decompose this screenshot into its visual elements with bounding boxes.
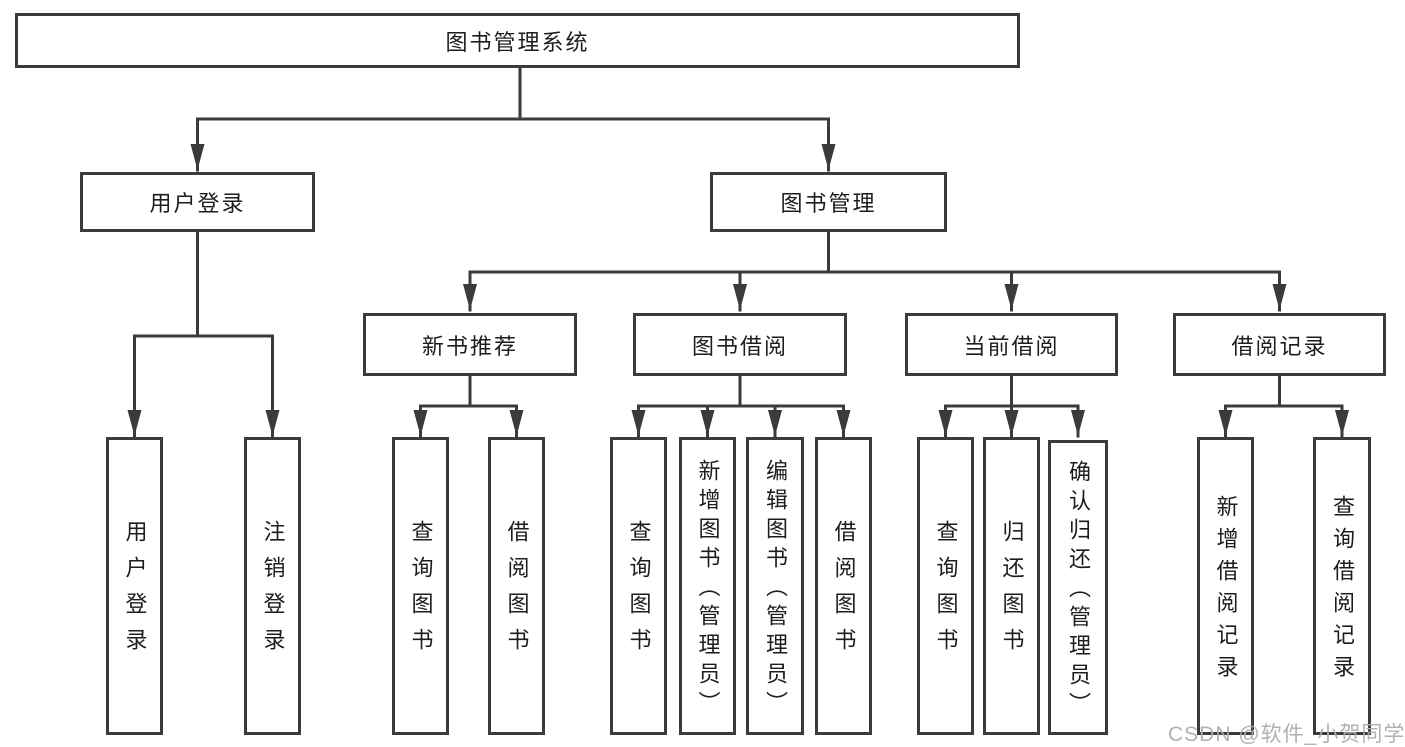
node-new-book-recommendation-label: 新书推荐 [421, 333, 518, 359]
leaf-confirm-return-admin-label: 确认归还（管理员） [1066, 460, 1091, 721]
node-book-borrowing: 图书借阅 [633, 313, 847, 376]
leaf-query-books-current-label: 查询图书 [933, 520, 959, 664]
node-root: 图书管理系统 [15, 13, 1020, 68]
leaf-query-books-current: 查询图书 [917, 437, 974, 735]
node-new-book-recommendation: 新书推荐 [363, 313, 577, 376]
leaf-return-book-label: 归还图书 [999, 520, 1025, 664]
node-book-borrowing-label: 图书借阅 [691, 333, 788, 359]
node-user-login-label: 用户登录 [149, 191, 246, 216]
leaf-add-borrow-record: 新增借阅记录 [1197, 437, 1254, 735]
node-book-management-label: 图书管理 [780, 191, 877, 216]
node-user-login: 用户登录 [80, 172, 315, 232]
node-root-label: 图书管理系统 [445, 29, 590, 55]
leaf-borrow-book-recommend-label: 借阅图书 [504, 520, 530, 664]
node-book-management: 图书管理 [710, 172, 947, 232]
leaf-user-login-label: 用户登录 [122, 520, 148, 664]
leaf-logout-label: 注销登录 [260, 520, 286, 664]
leaf-add-book-admin-label: 新增图书（管理员） [695, 458, 721, 720]
leaf-query-books-recommend-label: 查询图书 [408, 520, 434, 664]
leaf-borrow-book: 借阅图书 [815, 437, 872, 735]
leaf-edit-book-admin-label: 编辑图书（管理员） [763, 458, 788, 720]
node-current-borrowing-label: 当前借阅 [963, 333, 1060, 359]
leaf-edit-book-admin: 编辑图书（管理员） [746, 437, 804, 735]
leaf-query-books-borrow-label: 查询图书 [626, 520, 652, 664]
leaf-add-borrow-record-label: 新增借阅记录 [1213, 494, 1239, 687]
node-borrow-records-label: 借阅记录 [1231, 333, 1328, 359]
leaf-return-book: 归还图书 [983, 437, 1040, 735]
leaf-query-borrow-record: 查询借阅记录 [1313, 437, 1371, 735]
leaf-query-books-recommend: 查询图书 [392, 437, 449, 735]
node-current-borrowing: 当前借阅 [905, 313, 1118, 376]
leaf-logout: 注销登录 [244, 437, 301, 735]
leaf-query-books-borrow: 查询图书 [610, 437, 667, 735]
leaf-user-login: 用户登录 [106, 437, 163, 735]
leaf-borrow-book-recommend: 借阅图书 [488, 437, 545, 735]
leaf-confirm-return-admin: 确认归还（管理员） [1048, 440, 1108, 735]
watermark: CSDN @软件_小贺同学 [1168, 723, 1405, 746]
leaf-query-borrow-record-label: 查询借阅记录 [1330, 494, 1355, 687]
node-borrow-records: 借阅记录 [1173, 313, 1386, 376]
leaf-borrow-book-label: 借阅图书 [831, 520, 857, 664]
leaf-add-book-admin: 新增图书（管理员） [679, 437, 736, 735]
